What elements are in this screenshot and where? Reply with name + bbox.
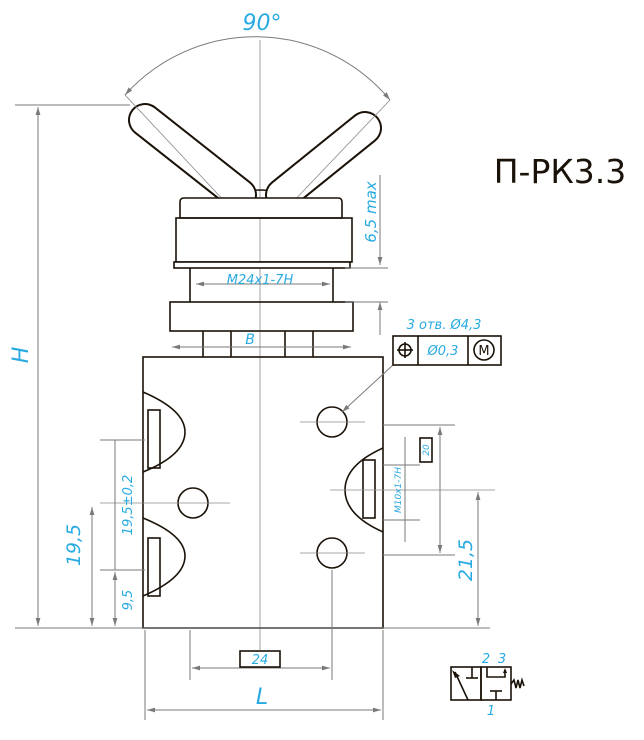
port-depth: 20 [422, 444, 432, 456]
angle-arc [124, 36, 391, 101]
port-depth-box [419, 437, 433, 463]
height-label: H [9, 347, 34, 364]
toggle-handle [124, 94, 391, 212]
left-ports [142, 391, 186, 597]
angle-label: 90° [243, 11, 282, 36]
stroke-max: 6,5 max [362, 181, 380, 242]
dim-9-5: 9,5 [121, 590, 136, 611]
port-2: 2 [482, 652, 490, 667]
dim-24-box [239, 650, 281, 668]
cap [179, 197, 343, 219]
page-title: П-РК3.3 [494, 152, 627, 191]
valve-body [142, 356, 384, 629]
port-thread: M10x1-7H [394, 467, 404, 513]
width-b: B [245, 332, 255, 348]
lower-knurled-nut [169, 301, 354, 332]
flange [173, 261, 351, 269]
holes-note: 3 отв. Ø4,3 [407, 318, 482, 333]
dim-24: 24 [252, 653, 269, 668]
tolerance: Ø0,3 [427, 344, 459, 359]
dim-21-5: 21,5 [455, 539, 477, 581]
dim-19-5-tol: 19,5±0,2 [121, 475, 136, 536]
valve-symbol: 2 3 1 [450, 652, 525, 719]
modifier-m: M [478, 344, 489, 359]
port-1: 1 [487, 704, 495, 719]
length-label: L [256, 685, 268, 710]
upper-knurled-nut [175, 217, 353, 263]
feature-control-frame: M Ø0,3 [392, 335, 502, 366]
thread-main: M24x1-7H [227, 273, 294, 288]
port-3: 3 [498, 652, 506, 667]
dim-19-5: 19,5 [63, 524, 85, 566]
